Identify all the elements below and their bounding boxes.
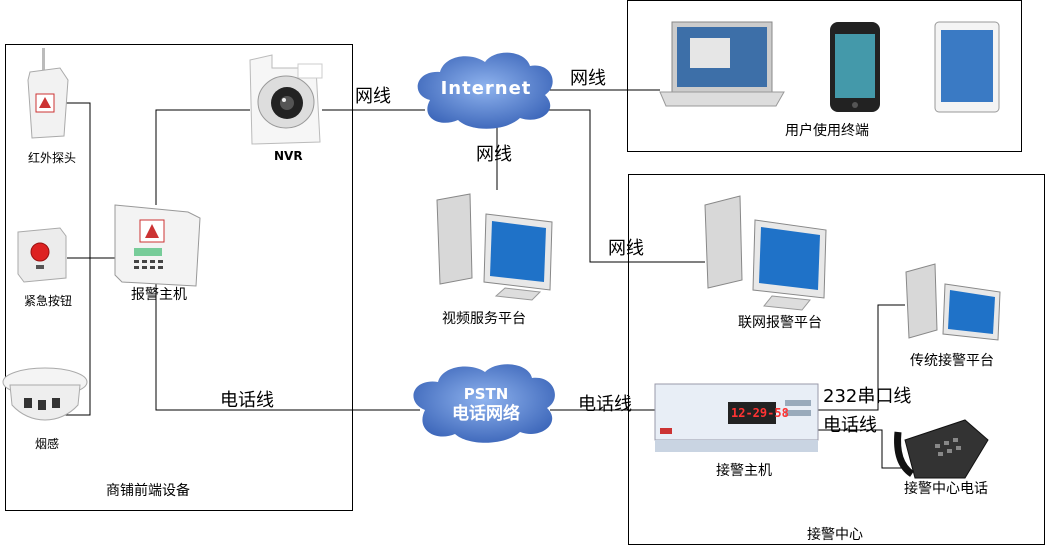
front-group-label: 商铺前端设备 [106, 483, 190, 499]
net-platform-label: 联网报警平台 [738, 315, 822, 331]
smoke-detector-drawing [2, 367, 88, 421]
panic-button-label: 紧急按钮 [24, 294, 73, 308]
legacy-platform-label: 传统接警平台 [910, 353, 994, 369]
alarm-panel-drawing [114, 204, 201, 287]
video-platform-label: 视频服务平台 [442, 311, 526, 327]
connection-lines [60, 89, 905, 469]
center-phone-drawing [894, 419, 989, 479]
serial-line [818, 304, 905, 411]
sensor-bus-line [60, 102, 91, 416]
laptop-drawing [659, 21, 785, 107]
panel-nvr-line [155, 109, 250, 205]
front-devices-group [5, 44, 353, 511]
video-platform-pc-drawing [436, 193, 553, 301]
pstn-cloud [413, 364, 555, 443]
panel-pstn-line [155, 282, 420, 411]
center-group-label: 接警中心 [807, 527, 863, 543]
alarm-panel-label: 报警主机 [131, 287, 187, 303]
nvr-internet-link-label: 网线 [355, 86, 391, 107]
user-link-label: 网线 [570, 68, 606, 89]
receiver-drawing [654, 383, 819, 452]
serial-link-label: 232串口线 [823, 386, 912, 407]
center-phone-label: 接警中心电话 [904, 481, 988, 497]
receiver-label: 接警主机 [716, 463, 772, 479]
ir-detector-drawing [27, 48, 69, 139]
internet-center-line [548, 109, 705, 263]
internet-cloud-label: Internet [440, 78, 532, 99]
receiver-display: 12-29-58 [731, 406, 789, 420]
panic-button-drawing [17, 227, 67, 283]
receiver-phone-link-label: 电话线 [578, 394, 632, 415]
center-net-link-label: 网线 [608, 238, 644, 259]
legacy-platform-pc-drawing [905, 263, 1001, 341]
pstn-cloud-label: PSTN [463, 385, 509, 403]
center-phone-line [818, 429, 905, 469]
internet-cloud [417, 52, 553, 129]
user-group-label: 用户使用终端 [785, 123, 869, 139]
pstn-cloud-sublabel: 电话网络 [452, 404, 520, 424]
user-terminals-group [627, 0, 1022, 152]
smoke-detector-label: 烟感 [35, 437, 60, 451]
phone-drawing [830, 22, 880, 112]
ir-detector-label: 红外探头 [28, 151, 77, 165]
panel-phone-link-label: 电话线 [220, 390, 274, 411]
net-platform-pc-drawing [704, 195, 827, 311]
center-phone-link-label: 电话线 [823, 415, 877, 436]
tablet-drawing [934, 21, 1000, 113]
video-link-label: 网线 [476, 144, 512, 165]
nvr-camera-drawing [249, 54, 323, 145]
nvr-label: NVR [274, 149, 303, 163]
